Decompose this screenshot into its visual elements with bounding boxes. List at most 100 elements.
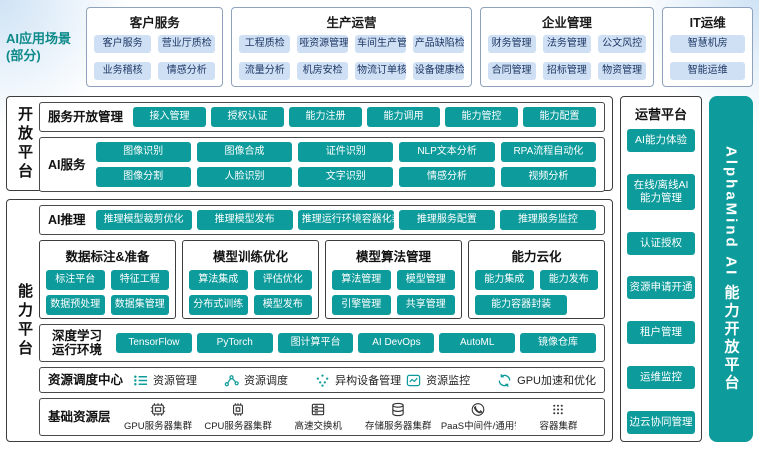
resource-item-label: GPU加速和优化 xyxy=(517,375,596,387)
storage-icon xyxy=(390,402,406,417)
group-items: 能力集成能力发布能力容器封装 xyxy=(475,270,598,315)
capability-chip: 标注平台 xyxy=(46,270,105,290)
app-scenario-chip: 法务管理 xyxy=(542,35,592,53)
app-scenario-chip: 智慧机房 xyxy=(670,35,745,53)
gpu-chip-icon xyxy=(150,402,166,417)
app-group-enterprise-mgmt: 企业管理 财务管理法务管理公文风控合同管理招标管理物资管理 xyxy=(479,7,655,87)
capability-cloudify-box: 能力云化 能力集成能力发布能力容器封装 xyxy=(468,240,605,319)
capability-platform-content: AI推理 推理模型裁剪优化推理模型发布推理运行环境容器化封装推理服务配置推理服务… xyxy=(39,205,605,436)
base-resource-item-label: PaaS中间件/通用镜像仓库 xyxy=(440,421,516,432)
resource-item-label: 资源管理 xyxy=(153,375,198,387)
operations-chip: AI能力体验 xyxy=(627,129,695,152)
app-scenario-chip: 客户服务 xyxy=(94,35,152,53)
app-scenario-chip: 产品缺陷检测 xyxy=(412,35,464,53)
app-scenario-chip: 物资管理 xyxy=(598,62,647,80)
app-group-production-ops: 生产运营 工程质检哑资源管理车间生产管理产品缺陷检测流量分析机房安检物流订单核查… xyxy=(231,7,472,87)
band-items: 资源管理 资源调度 异构设备管理 xyxy=(133,372,596,388)
training-optimization-box: 模型训练优化 算法集成评估优化分布式训练模型发布 xyxy=(182,240,319,319)
ai-inference-band: AI推理 推理模型裁剪优化推理模型发布推理运行环境容器化封装推理服务配置推理服务… xyxy=(39,205,605,235)
band-items: 推理模型裁剪优化推理模型发布推理运行环境容器化封装推理服务配置推理服务监控 xyxy=(95,210,596,230)
capability-chip: 分布式训练 xyxy=(189,295,248,315)
app-group-items: 智慧机房智能运维 xyxy=(670,35,745,80)
capability-chip: 镜像仓库 xyxy=(520,333,596,353)
app-scenario-chip: 智能运维 xyxy=(670,62,745,80)
capability-chip: 算法集成 xyxy=(189,270,248,290)
app-scenario-chip: 营业厅质检 xyxy=(158,35,216,53)
app-group-it-ops: IT运维 智慧机房智能运维 xyxy=(662,7,753,87)
band-title: 服务开放管理 xyxy=(48,110,124,124)
capability-chip: AutoML xyxy=(439,333,516,353)
operations-chip: 资源申请开通 xyxy=(627,276,695,300)
base-resource-item: 容器集群 xyxy=(521,402,596,432)
resource-item: 异构设备管理 xyxy=(315,372,401,388)
capability-chip: 数据集管理 xyxy=(110,295,169,315)
capability-chip: 数据预处理 xyxy=(46,295,105,315)
app-scenario-chip: 财务管理 xyxy=(487,35,536,53)
platform-column: 开放平台 服务开放管理 接入管理授权认证能力注册能力调用能力管控能力配置 AI服… xyxy=(6,96,613,442)
resource-item: GPU加速和优化 xyxy=(497,372,596,388)
switch-icon xyxy=(310,402,326,417)
base-resource-band: 基础资源层 GPU服务器集群 CPU服 xyxy=(39,398,605,436)
band-title: AI服务 xyxy=(48,157,86,172)
capability-platform-box: 能力平台 AI推理 推理模型裁剪优化推理模型发布推理运行环境容器化封装推理服务配… xyxy=(6,199,613,442)
resource-item-label: 异构设备管理 xyxy=(335,375,402,387)
capability-chip: 能力发布 xyxy=(539,270,598,290)
container-icon xyxy=(550,402,566,417)
resource-list-icon xyxy=(133,373,148,388)
base-resource-item-label: CPU服务器集群 xyxy=(204,421,272,432)
app-scenarios-label: AI应用场景 (部分) xyxy=(6,31,72,63)
capability-chip: 推理运行环境容器化封装 xyxy=(297,210,394,230)
operations-chip: 运维监控 xyxy=(627,366,695,390)
capability-chip: 评估优化 xyxy=(253,270,312,290)
band-title: 深度学习 运行环境 xyxy=(51,329,102,357)
app-group-items: 财务管理法务管理公文风控合同管理招标管理物资管理 xyxy=(487,35,647,80)
capability-chip: NLP文本分析 xyxy=(399,142,495,162)
resource-item: 资源调度 xyxy=(224,372,310,388)
band-title: 资源调度中心 xyxy=(48,373,124,387)
group-items: 算法管理模型管理引擎管理共享管理 xyxy=(332,270,455,315)
app-group-title: 生产运营 xyxy=(326,16,377,30)
app-scenario-chip: 公文风控 xyxy=(598,35,647,53)
band-items: GPU服务器集群 CPU服务器集群 高速交换机 xyxy=(121,402,596,432)
base-resource-item-label: 存储服务器集群 xyxy=(365,421,432,432)
platform-banner: AlphaMind AI 能力开放平台 xyxy=(709,96,753,442)
capability-chip: 模型管理 xyxy=(396,270,455,290)
capability-chip: 授权认证 xyxy=(211,107,285,127)
resource-item-label: 资源监控 xyxy=(426,375,471,387)
base-resource-item-label: 高速交换机 xyxy=(294,421,342,432)
operations-items: AI能力体验在线/离线AI 能力管理认证授权资源申请开通租户管理运维监控边云协同… xyxy=(627,129,695,434)
operations-chip: 认证授权 xyxy=(627,231,695,255)
operations-platform-title: 运营平台 xyxy=(634,107,687,122)
app-group-items: 客户服务营业厅质检业务稽核情感分析 xyxy=(94,35,216,80)
capability-chip: 能力配置 xyxy=(523,107,597,127)
device-cluster-icon xyxy=(315,373,330,388)
operations-platform-box: 运营平台 AI能力体验在线/离线AI 能力管理认证授权资源申请开通租户管理运维监… xyxy=(620,96,702,442)
capability-chip: AI DevOps xyxy=(358,333,435,353)
base-resource-item: CPU服务器集群 xyxy=(201,402,276,432)
capability-chip: 推理模型发布 xyxy=(196,210,293,230)
app-scenario-chip: 物流订单核查 xyxy=(354,62,406,80)
app-scenarios-section: AI应用场景 (部分) 客户服务 客户服务营业厅质检业务稽核情感分析 生产运营 … xyxy=(6,7,753,87)
capability-chip: 图像识别 xyxy=(95,142,191,162)
open-platform-content: 服务开放管理 接入管理授权认证能力注册能力调用能力管控能力配置 AI服务 图像识… xyxy=(39,102,605,192)
service-open-mgmt-band: 服务开放管理 接入管理授权认证能力注册能力调用能力管控能力配置 xyxy=(39,102,605,132)
capability-chip: 模型发布 xyxy=(253,295,312,315)
capability-chip: 接入管理 xyxy=(133,107,207,127)
app-scenario-chip: 机房安检 xyxy=(297,62,348,80)
band-title: AI推理 xyxy=(48,213,86,227)
main-area: 开放平台 服务开放管理 接入管理授权认证能力注册能力调用能力管控能力配置 AI服… xyxy=(6,96,753,442)
resource-item-label: 资源调度 xyxy=(244,375,289,387)
resource-scheduling-band: 资源调度中心 资源管理 资源调度 xyxy=(39,367,605,393)
app-scenario-chip: 招标管理 xyxy=(542,62,592,80)
operations-chip: 租户管理 xyxy=(627,321,695,345)
app-group-title: 客户服务 xyxy=(129,16,180,30)
group-title: 数据标注&准备 xyxy=(65,250,150,264)
base-resource-item-label: 容器集群 xyxy=(539,421,578,432)
capability-chip: PyTorch xyxy=(196,333,273,353)
capability-chip: 推理模型裁剪优化 xyxy=(95,210,192,230)
capability-chip: 推理服务监控 xyxy=(499,210,596,230)
capability-chip: 引擎管理 xyxy=(332,295,391,315)
group-items: 标注平台特征工程数据预处理数据集管理 xyxy=(46,270,169,315)
cpu-chip-icon xyxy=(230,402,246,417)
